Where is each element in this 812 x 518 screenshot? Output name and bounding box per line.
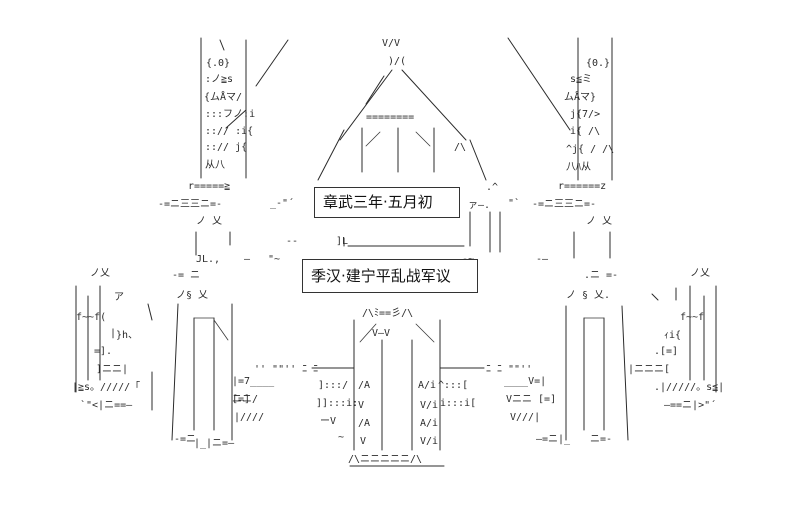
svg-text:~: ~ (338, 432, 344, 443)
svg-text:V/V: V/V (382, 38, 400, 49)
svg-text:.|/////。s≦|: .|/////。s≦| (654, 382, 724, 393)
svg-text:Vニニ [=]: Vニニ [=] (506, 394, 556, 405)
svg-text:JL.,: JL., (196, 254, 220, 265)
svg-text:::// j{: ::// j{ (205, 142, 247, 153)
svg-text:ムÅマ}: ムÅマ} (564, 90, 596, 103)
svg-text:^:::[: ^:::[ (438, 380, 468, 391)
svg-text:V///|: V///| (510, 412, 540, 423)
svg-text:ノ乂: ノ乂 (690, 268, 710, 279)
far-right-seated-figure: ノ乂 f~~f ｨi{ .[=] |ニニニ[ .|/////。s≦| —==ニ|… (628, 268, 724, 411)
svg-text:{0.}: {0.} (586, 58, 610, 69)
svg-text:)/(: )/( (388, 56, 406, 67)
svg-text:ニニ/: ニニ/ (232, 394, 258, 405)
svg-text:i:::i[: i:::i[ (440, 398, 476, 409)
svg-text:ノ 乂: ノ 乂 (586, 216, 612, 227)
svg-text:V: V (360, 436, 366, 447)
svg-text:{.0}: {.0} (206, 58, 230, 69)
svg-text:ノ § 乂.: ノ § 乂. (566, 290, 610, 301)
svg-text:ノ乂: ノ乂 (90, 268, 110, 279)
svg-text:]ニニ|: ]ニニ| (96, 364, 128, 375)
svg-text:.^: .^ (486, 182, 498, 193)
svg-text:/A: /A (358, 380, 370, 391)
svg-text:-=ニ三三ニ=-: -=ニ三三ニ=- (158, 199, 222, 210)
svg-text:-=ニ: -=ニ (174, 434, 196, 445)
svg-text:ｨi{: ｨi{ (664, 330, 681, 341)
svg-text:A/i: A/i (420, 418, 438, 429)
svg-text:'' ""'' ﾆ ﾆ: '' ""'' ﾆ ﾆ (254, 364, 318, 375)
svg-text:—==ニ|>"´: —==ニ|>"´ (664, 399, 716, 411)
right-standing-figure: {0.} s≦ミ ムÅマ} j{7/> i{ /\ ^j{ / /\ 八ﾊ从 r… (504, 37, 629, 445)
svg-text:V: V (358, 400, 364, 411)
svg-text:--: -- (286, 236, 298, 247)
svg-text:]L: ]L (336, 236, 348, 247)
svg-text:|_|ニ=—: |_|ニ=— (194, 438, 235, 449)
svg-text:ァ—.: ァ—. (468, 200, 490, 211)
svg-text:-=ニ三三ニ=-: -=ニ三三ニ=- (532, 199, 596, 210)
svg-text:f~~f(: f~~f( (76, 312, 106, 323)
svg-text:"`: "` (508, 197, 520, 209)
svg-text:}h、: }h、 (116, 330, 138, 341)
svg-text:j{7/>: j{7/> (570, 109, 600, 120)
svg-text:^j{ / /\: ^j{ / /\ (566, 144, 614, 155)
svg-text:]]:::i:: ]]:::i: (316, 398, 358, 409)
svg-text:V/i: V/i (420, 400, 438, 411)
svg-text:A/i: A/i (418, 380, 436, 391)
svg-text:—=ニ|_: —=ニ|_ (536, 434, 571, 445)
center-seated-figure: /\ﾐ==彡/\ V—V /A A/i V V/i /A A/i V V/i /… (254, 308, 532, 467)
svg-text:{ムÅマ/: {ムÅマ/ (204, 90, 242, 103)
svg-text:"~: "~ (268, 254, 280, 265)
svg-text:`"<|ニ==—: `"<|ニ==— (80, 399, 133, 411)
svg-text:|≧s。/////「: |≧s。/////「 (72, 381, 140, 393)
svg-text::ノ≧s: :ノ≧s (205, 74, 233, 85)
far-left-seated-figure: ノ乂 f~~f( ア | }h、 =]. ]ニニ| |≧s。/////「 `"<… (72, 268, 153, 411)
svg-text:ア: ア (114, 292, 124, 303)
svg-text:/\ニニニニニ/\: /\ニニニニニ/\ (348, 454, 422, 465)
left-standing-figure: {.0} :ノ≧s {ムÅマ/ :::フノ:i ::// :i{ ::// j{… (158, 37, 289, 449)
svg-text:_-"´: _-"´ (270, 197, 294, 209)
svg-text:f~~f: f~~f (680, 312, 704, 323)
svg-text:::// :i{: ::// :i{ (205, 126, 253, 137)
svg-text:ーV: ーV (320, 416, 336, 427)
svg-text:V/i: V/i (420, 436, 438, 447)
svg-text:|=7____: |=7____ (232, 376, 275, 387)
svg-text:ニ=-: ニ=- (590, 434, 612, 445)
svg-text:V—V: V—V (372, 328, 390, 339)
svg-text:ﾆ ﾆ ""'': ﾆ ﾆ ""'' (486, 364, 532, 375)
svg-text:]:::/: ]:::/ (318, 380, 348, 391)
svg-text:s≦ミ: s≦ミ (570, 74, 592, 85)
svg-text:-—: -— (536, 254, 549, 265)
center-tent: V/V )/( ======== /\ .^ ァ—. _-"´ "` ]L — (244, 38, 549, 265)
svg-text:r======z: r======z (558, 181, 606, 192)
svg-text:/\: /\ (454, 142, 466, 153)
svg-text:.[=]: .[=] (654, 346, 678, 357)
svg-text:ノ§ 乂: ノ§ 乂 (176, 290, 208, 301)
svg-text:____V=|: ____V=| (504, 376, 546, 387)
svg-text:/\ﾐ==彡/\: /\ﾐ==彡/\ (362, 308, 413, 319)
svg-text:[=]: [=] (232, 394, 250, 405)
svg-text:八ﾊ从: 八ﾊ从 (566, 162, 591, 173)
svg-text:========: ======== (366, 112, 414, 123)
svg-text:|: | (110, 328, 116, 339)
svg-text:|ニニニ[: |ニニニ[ (628, 364, 670, 375)
svg-text::::フノ:i: :::フノ:i (205, 109, 255, 120)
svg-text:.ニ =-: .ニ =- (584, 270, 618, 281)
title-caption: 季汉·建宁平乱战军议 (302, 259, 478, 293)
svg-text:—: — (244, 254, 251, 265)
svg-text:-= ニ: -= ニ (172, 270, 200, 281)
svg-text:从八: 从八 (205, 160, 225, 171)
svg-text:=].: =]. (94, 346, 112, 357)
svg-text:ノ 乂: ノ 乂 (196, 216, 222, 227)
svg-text:|////: |//// (234, 412, 264, 423)
svg-text:r=====≧: r=====≧ (188, 181, 230, 192)
svg-text:/A: /A (358, 418, 370, 429)
date-caption: 章武三年·五月初 (314, 187, 460, 218)
svg-text:i{ /\: i{ /\ (570, 126, 600, 137)
